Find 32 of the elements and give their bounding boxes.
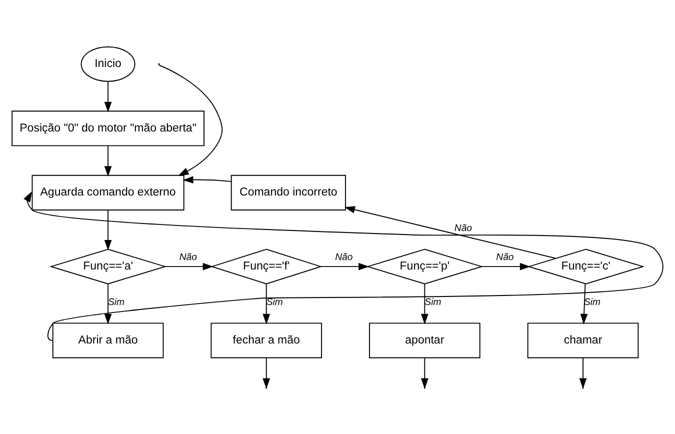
arrow	[182, 176, 232, 183]
arrow	[158, 64, 223, 176]
arrow	[344, 206, 556, 258]
node-box: Aguarda comando externo	[32, 174, 184, 210]
node-diamond: Funç=='p'	[366, 248, 484, 284]
edge-label: Não	[179, 251, 197, 262]
node-box: Comando incorreto	[230, 174, 346, 210]
arrow	[481, 262, 530, 270]
edge-label: Não	[335, 251, 353, 262]
arrow	[24, 190, 664, 340]
node-box: apontar	[369, 322, 480, 358]
arrow	[104, 209, 112, 250]
node-diamond: Funç=='f'	[210, 248, 322, 284]
arrow	[420, 282, 428, 324]
arrow	[164, 262, 214, 270]
arrow	[104, 144, 112, 176]
node-ellipse: Inicio	[80, 46, 136, 82]
arrow	[580, 282, 588, 324]
node-diamond: Funç=='a'	[49, 248, 167, 284]
edge-label: Sim	[424, 296, 442, 308]
edge-label: Não	[496, 251, 514, 262]
node-box: chamar	[527, 322, 639, 358]
node-diamond: Funç=='c'	[527, 248, 645, 284]
arrow	[320, 262, 370, 270]
node-box: Abrir a mão	[52, 322, 164, 358]
node-box: fechar a mão	[210, 322, 322, 358]
edge-label: Não	[454, 222, 472, 234]
edge-label: Sim	[108, 296, 125, 308]
arrow	[262, 282, 270, 324]
arrow	[104, 80, 112, 112]
node-box: Posição "0" do motor "mão aberta"	[12, 110, 204, 146]
arrow	[104, 282, 112, 324]
